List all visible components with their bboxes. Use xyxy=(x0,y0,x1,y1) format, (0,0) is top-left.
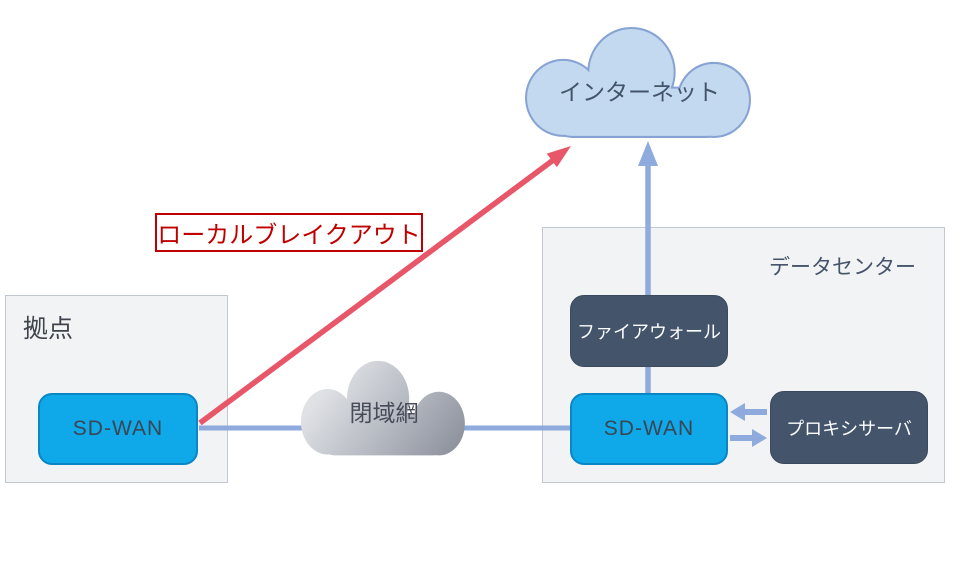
local-breakout-callout: ローカルブレイクアウト xyxy=(155,213,423,252)
firewall-node: ファイアウォール xyxy=(570,295,728,367)
local-breakout-arrowhead-icon xyxy=(546,146,571,168)
internet-cloud-icon xyxy=(525,27,751,138)
internet-cloud: インターネット xyxy=(519,27,760,140)
proxy-server-node: プロキシサーバ xyxy=(770,391,928,464)
datacenter-zone-label: データセンター xyxy=(769,256,916,279)
site-zone-label: 拠点 xyxy=(23,315,74,343)
internet-label: インターネット xyxy=(559,78,720,105)
site-sdwan-node: SD-WAN xyxy=(38,393,198,465)
dc-sdwan-node: SD-WAN xyxy=(570,393,728,465)
closed-network-cloud: 閉域網 xyxy=(295,359,473,459)
closed-network-label: 閉域網 xyxy=(349,400,419,426)
